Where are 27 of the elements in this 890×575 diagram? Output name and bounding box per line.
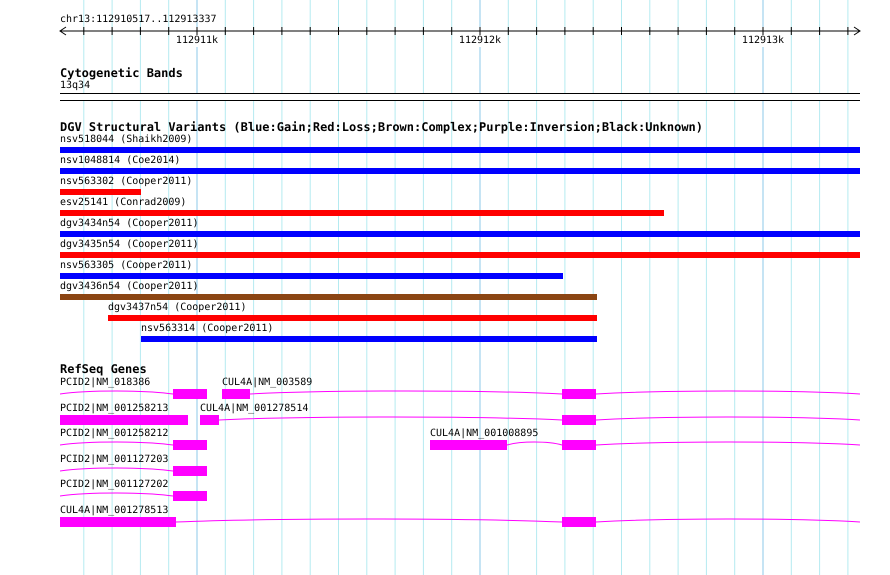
tick-label: 112913k — [740, 35, 786, 47]
variant-label: esv25141 (Conrad2009) — [60, 197, 186, 209]
band-label: 13q34 — [60, 80, 90, 92]
variant-label: dgv3434n54 (Cooper2011) — [60, 218, 198, 230]
coordinate-label: chr13:112910517..112913337 — [60, 14, 217, 26]
gene-label: CUL4A|NM_001278514 — [200, 402, 308, 414]
gene-label: CUL4A|NM_001008895 — [430, 428, 538, 440]
variant-label: dgv3437n54 (Cooper2011) — [108, 302, 246, 314]
gene-label: PCID2|NM_001258212 — [60, 428, 168, 440]
gene-label: PCID2|NM_001127203 — [60, 454, 168, 466]
gene-label: CUL4A|NM_003589 — [222, 377, 312, 389]
track-heading: Cytogenetic Bands — [60, 67, 183, 79]
variant-label: dgv3436n54 (Cooper2011) — [60, 281, 198, 293]
variant-label: nsv563305 (Cooper2011) — [60, 260, 192, 272]
gene-label: PCID2|NM_001258213 — [60, 402, 168, 414]
tick-label: 112911k — [174, 35, 220, 47]
variant-label: nsv518044 (Shaikh2009) — [60, 134, 192, 146]
variant-label: dgv3435n54 (Cooper2011) — [60, 239, 198, 251]
variant-label: nsv563314 (Cooper2011) — [141, 323, 274, 335]
gene-label: CUL4A|NM_001278513 — [60, 504, 168, 516]
track-heading: DGV Structural Variants (Blue:Gain;Red:Loss;Brown:Complex;Purple:Inversion;Black:Unknown) — [60, 121, 703, 133]
gene-label: PCID2|NM_018386 — [60, 377, 150, 389]
variant-label: nsv1048814 (Coe2014) — [60, 155, 180, 167]
variant-label: nsv563302 (Cooper2011) — [60, 176, 192, 188]
gene-label: PCID2|NM_001127202 — [60, 479, 168, 491]
track-heading: RefSeq Genes — [60, 363, 147, 375]
tick-label: 112912k — [458, 35, 502, 47]
